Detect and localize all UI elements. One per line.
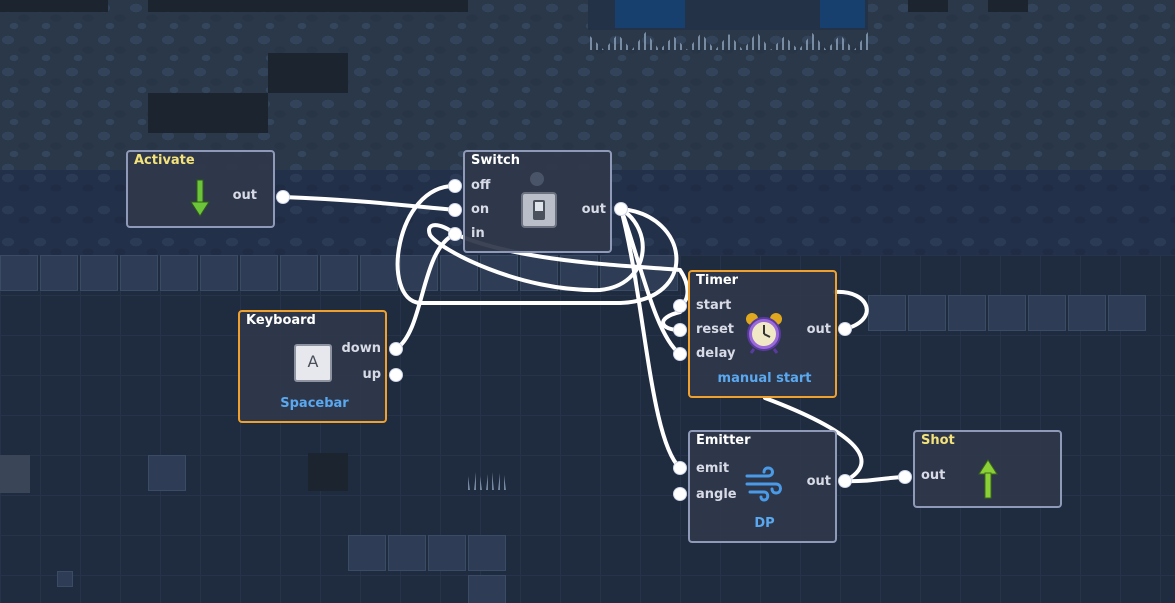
emitter-emit-label: emit	[696, 461, 730, 476]
keyboard-node[interactable]: Keyboard A down up Spacebar	[238, 310, 387, 423]
activate-node[interactable]: Activate out	[126, 150, 275, 228]
switch-off-label: off	[471, 178, 491, 193]
keyboard-up-port[interactable]	[390, 369, 402, 381]
timer-reset-port[interactable]	[674, 324, 686, 336]
cave-rock-wall	[0, 0, 1175, 170]
activate-out-port[interactable]	[277, 191, 289, 203]
wire-switch-out-to-emitter-emit	[619, 207, 682, 470]
emitter-emit-port[interactable]	[674, 462, 686, 474]
green-down-arrow-icon	[190, 178, 210, 222]
dark-block	[0, 0, 108, 12]
stone-ledge	[868, 295, 1148, 331]
dungeon-floor-area	[0, 255, 1175, 603]
emitter-node[interactable]: Emitter emit angle out DP	[688, 430, 837, 543]
small-crate	[57, 571, 75, 587]
switch-on-port[interactable]	[449, 204, 461, 216]
dark-block	[268, 53, 348, 93]
emitter-angle-label: angle	[696, 487, 737, 502]
emitter-value-label: DP	[754, 516, 775, 531]
timer-start-label: start	[696, 298, 732, 313]
keyboard-key-icon: A	[294, 344, 332, 382]
keyboard-title: Keyboard	[246, 313, 316, 328]
toggle-switch-icon	[521, 192, 557, 232]
dark-block	[908, 0, 948, 12]
switch-title: Switch	[471, 153, 521, 168]
emitter-out-label: out	[806, 474, 831, 489]
wind-icon	[744, 464, 784, 508]
waterfall	[820, 0, 865, 28]
shot-out-port[interactable]	[899, 471, 911, 483]
shot-out-label: out	[921, 468, 946, 483]
timer-node[interactable]: Timer start reset delay out manual start	[688, 270, 837, 398]
switch-out-label: out	[581, 202, 606, 217]
wire-activate-out-to-switch-on	[281, 195, 457, 212]
shot-title: Shot	[921, 433, 955, 448]
timer-out-label: out	[806, 322, 831, 337]
switch-on-label: on	[471, 202, 490, 217]
switch-in-label: in	[471, 226, 485, 241]
timer-start-port[interactable]	[674, 300, 686, 312]
wire-timer-to-emitter-out	[763, 396, 864, 483]
timer-reset-label: reset	[696, 322, 734, 337]
activate-title: Activate	[134, 153, 195, 168]
dark-block	[988, 0, 1028, 12]
timer-title: Timer	[696, 273, 739, 288]
keyboard-down-label: down	[341, 341, 381, 356]
emitter-angle-port[interactable]	[674, 488, 686, 500]
timer-out-port[interactable]	[839, 323, 851, 335]
switch-node[interactable]: Switch off on in out	[463, 150, 612, 253]
switch-in-port[interactable]	[449, 228, 461, 240]
keyboard-down-port[interactable]	[390, 343, 402, 355]
dark-block	[308, 453, 348, 491]
wire-keyboard-down-to-switch-in	[394, 232, 457, 351]
emitter-out-port[interactable]	[839, 475, 851, 487]
shot-node[interactable]: Shot out	[913, 430, 1062, 508]
waterfall	[615, 0, 685, 28]
timer-delay-port[interactable]	[674, 348, 686, 360]
activate-out-label: out	[232, 188, 257, 203]
green-up-arrow-icon	[978, 458, 998, 504]
switch-out-port[interactable]	[615, 203, 627, 215]
stone-steps	[348, 535, 508, 571]
wire-timer-out-to-timer-start	[833, 289, 869, 331]
switch-indicator-light	[530, 172, 544, 186]
dark-block	[148, 0, 468, 12]
keyboard-up-label: up	[362, 367, 381, 382]
rock-chunk	[0, 455, 30, 493]
wire-switch-out-to-switch-in	[427, 207, 645, 293]
switch-off-port[interactable]	[449, 180, 461, 192]
wire-switch-out-to-switch-off	[395, 183, 679, 305]
stone-block	[148, 455, 188, 491]
keyboard-key-letter: A	[307, 352, 319, 371]
keyboard-binding-label: Spacebar	[280, 396, 349, 411]
stone-block	[468, 575, 508, 603]
dark-block	[148, 93, 268, 133]
timer-delay-label: delay	[696, 346, 736, 361]
emitter-title: Emitter	[696, 433, 751, 448]
timer-mode-label: manual start	[717, 371, 812, 386]
alarm-clock-icon	[742, 310, 786, 358]
